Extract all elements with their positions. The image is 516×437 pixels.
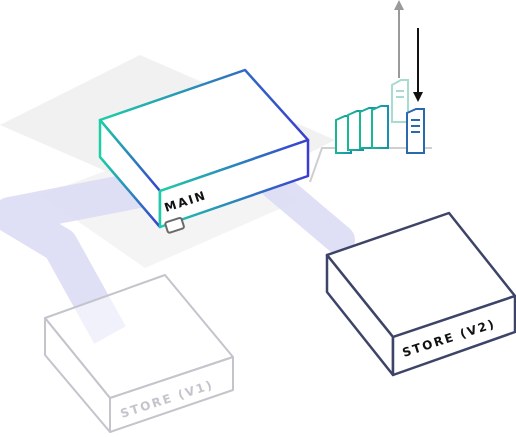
store-v1-front-face: [109, 356, 234, 433]
document-4: [371, 105, 389, 149]
document-highlighted: [406, 108, 425, 154]
arrow-up: [394, 0, 404, 78]
store-v1-box: [44, 274, 234, 433]
main-port: [164, 216, 185, 234]
document-stack: [335, 79, 425, 154]
arrow-down: [413, 28, 423, 102]
store-v2-box: [325, 211, 516, 377]
flow-band-to-store-v1: [0, 165, 179, 344]
document-faded: [391, 79, 409, 123]
flow-band-to-store-v2: [260, 170, 355, 255]
document-connector-line: [309, 147, 432, 183]
store-v2-front-face: [391, 294, 516, 377]
main-box: [98, 68, 310, 229]
main-box-front-face: [158, 138, 310, 229]
